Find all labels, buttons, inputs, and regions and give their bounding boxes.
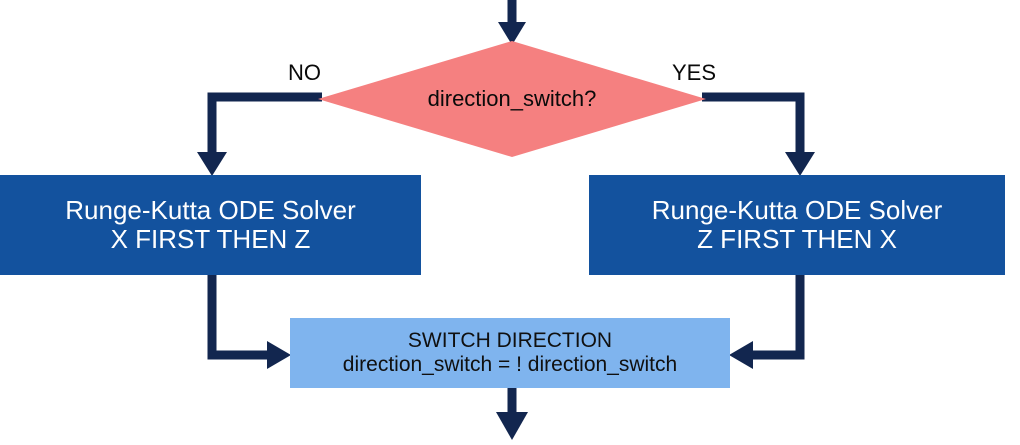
decision-diamond[interactable]	[318, 41, 706, 157]
connector-left-to-switch	[207, 275, 291, 369]
switch-direction-box[interactable]	[290, 318, 730, 388]
connector-no-branch	[197, 92, 322, 176]
connector-exit-arrow	[496, 388, 528, 440]
edge-label-no: NO	[288, 60, 321, 85]
connector-yes-branch	[702, 92, 815, 176]
process-box-right[interactable]	[589, 175, 1005, 275]
process-box-left[interactable]	[0, 175, 421, 275]
connector-entry-arrow	[498, 0, 526, 45]
edge-label-yes: YES	[672, 60, 717, 85]
connector-right-to-switch	[729, 275, 805, 369]
